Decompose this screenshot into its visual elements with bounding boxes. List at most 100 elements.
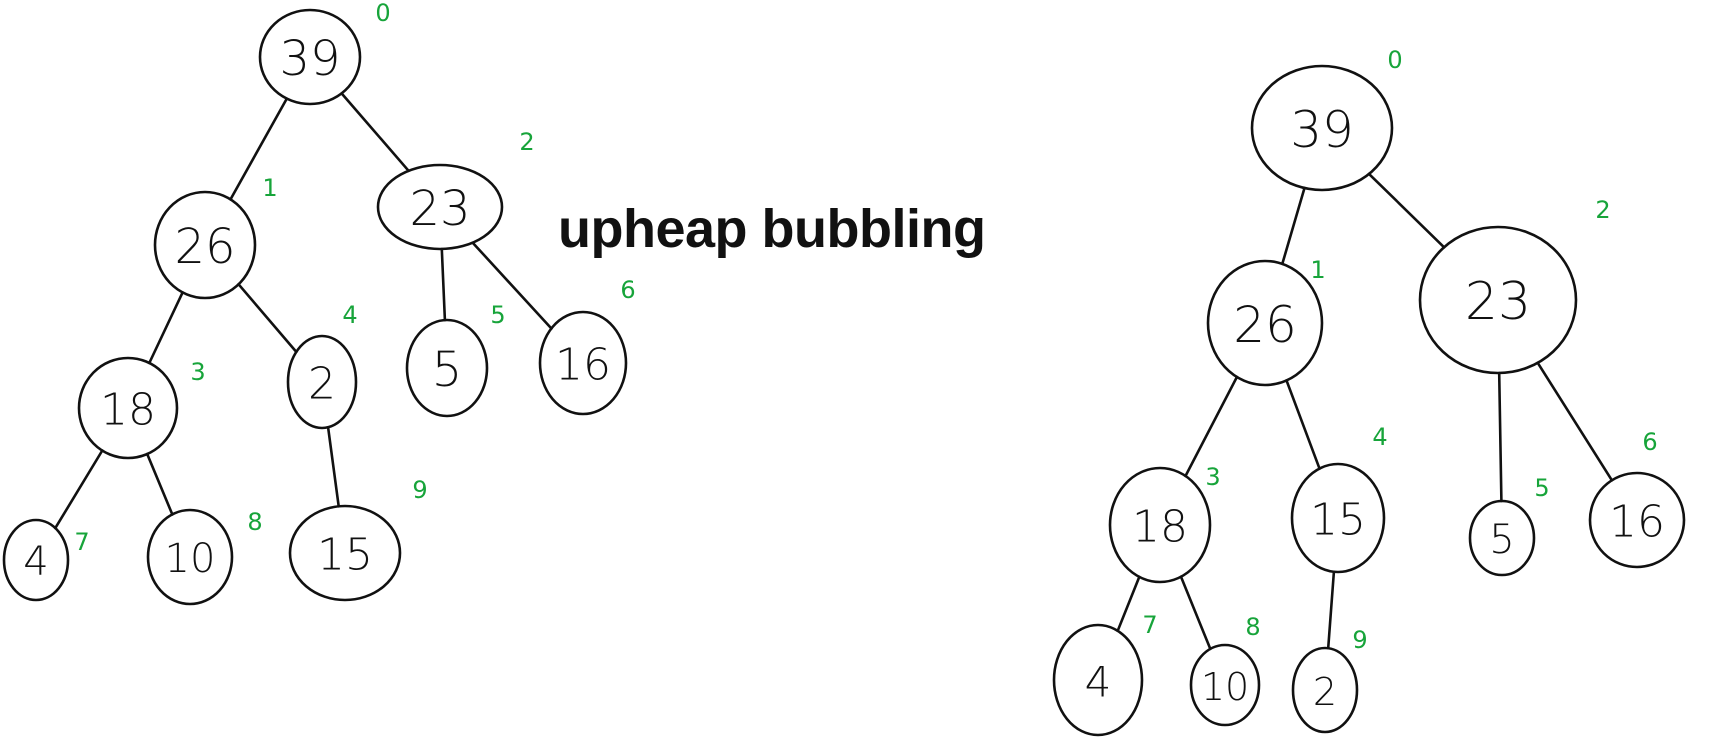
node-index-label: 0 bbox=[375, 0, 390, 27]
edge-18-4 bbox=[1116, 575, 1141, 633]
node-circle bbox=[1291, 646, 1359, 734]
node-circle bbox=[1588, 471, 1686, 569]
node-index-label: 3 bbox=[190, 358, 205, 386]
node-value: 4 bbox=[23, 539, 48, 585]
node-circle bbox=[146, 508, 234, 606]
heap-node: 26 1 bbox=[153, 174, 278, 300]
node-index-label: 8 bbox=[247, 508, 262, 536]
heap-node: 16 6 bbox=[1588, 428, 1686, 569]
node-index-label: 5 bbox=[490, 301, 505, 329]
heap-node: 16 6 bbox=[538, 276, 636, 416]
node-value: 2 bbox=[308, 359, 336, 410]
node-value: 15 bbox=[1310, 495, 1366, 546]
edge-26-18 bbox=[148, 291, 184, 365]
edge-39-23 bbox=[340, 92, 410, 173]
node-circle bbox=[2, 518, 70, 602]
node-value: 4 bbox=[1085, 658, 1112, 707]
node-index-label: 3 bbox=[1205, 463, 1220, 491]
node-index-label: 8 bbox=[1245, 613, 1260, 641]
node-index-label: 4 bbox=[342, 301, 357, 329]
node-circle bbox=[405, 318, 489, 418]
heap-node: 55 bbox=[1468, 474, 1550, 577]
node-index-label: 7 bbox=[1142, 611, 1157, 639]
edge-23-16 bbox=[471, 241, 553, 330]
node-value: 5 bbox=[432, 342, 463, 398]
heap-node: 390 bbox=[1250, 46, 1403, 192]
heap-node: 15 9 bbox=[288, 476, 428, 602]
edge-26-2 bbox=[237, 282, 298, 354]
node-circle bbox=[153, 190, 257, 300]
node-circle bbox=[77, 356, 179, 460]
node-value: 16 bbox=[555, 340, 611, 391]
caption-upheap-bubbling: upheap bubbling bbox=[558, 199, 986, 259]
edge-18-4 bbox=[53, 449, 104, 530]
edge-23-16 bbox=[1536, 361, 1614, 482]
heap-node: 24 bbox=[286, 301, 358, 430]
node-index-label: 6 bbox=[1642, 428, 1657, 456]
edge-2-15 bbox=[326, 425, 341, 508]
edge-26-18 bbox=[1184, 375, 1239, 478]
node-value: 10 bbox=[165, 536, 216, 582]
node-value: 5 bbox=[1489, 517, 1514, 563]
node-value: 26 bbox=[174, 219, 235, 275]
node-circle bbox=[286, 334, 358, 430]
heap-node: 10 8 bbox=[146, 508, 263, 606]
edge-26-15 bbox=[1285, 379, 1321, 470]
node-circle bbox=[538, 310, 628, 416]
heap-node: 18 3 bbox=[1108, 463, 1221, 584]
node-circle bbox=[1206, 259, 1324, 387]
node-value: 26 bbox=[1233, 296, 1297, 354]
edge-23-5 bbox=[1497, 371, 1503, 503]
node-value: 2 bbox=[1313, 670, 1337, 714]
node-circle bbox=[1189, 643, 1261, 727]
node-value: 23 bbox=[409, 181, 470, 237]
node-index-label: 9 bbox=[412, 476, 427, 504]
edge-15-2 bbox=[1326, 570, 1336, 650]
node-index-label: 2 bbox=[519, 128, 534, 156]
edge-18-10 bbox=[145, 452, 174, 516]
node-index-label: 2 bbox=[1595, 196, 1610, 224]
heap-node: 23 2 bbox=[376, 128, 535, 251]
edge-39-26 bbox=[1281, 186, 1306, 266]
node-index-label: 0 bbox=[1387, 46, 1402, 74]
node-circle bbox=[258, 8, 362, 106]
heap-node: 23 2 bbox=[1418, 196, 1611, 375]
heap-node: 15 4 bbox=[1290, 423, 1388, 574]
node-circle bbox=[376, 163, 504, 251]
heap-node: 29 bbox=[1291, 626, 1368, 734]
node-value: 18 bbox=[100, 385, 156, 436]
edge-23-5 bbox=[440, 247, 447, 322]
node-circle bbox=[1108, 466, 1212, 584]
node-value: 15 bbox=[317, 530, 373, 581]
heap-node: 47 bbox=[1052, 611, 1158, 737]
node-index-label: 9 bbox=[1352, 626, 1367, 654]
node-circle bbox=[1250, 64, 1394, 192]
heap-node: 39 0 bbox=[258, 0, 391, 106]
node-index-label: 4 bbox=[1372, 423, 1387, 451]
node-value: 18 bbox=[1132, 502, 1188, 553]
node-circle bbox=[1418, 225, 1578, 375]
node-index-label: 1 bbox=[1310, 256, 1325, 284]
node-value: 16 bbox=[1609, 497, 1665, 548]
edge-39-26 bbox=[229, 97, 289, 201]
edge-18-10 bbox=[1179, 575, 1212, 651]
node-value: 39 bbox=[279, 31, 340, 87]
node-circle bbox=[1468, 499, 1536, 577]
heap-node: 55 bbox=[405, 301, 506, 418]
heap-node: 26 1 bbox=[1206, 256, 1326, 387]
heap-node: 108 bbox=[1189, 613, 1261, 727]
node-circle bbox=[1290, 462, 1386, 574]
heap-node: 18 3 bbox=[77, 356, 206, 460]
node-circle bbox=[1052, 623, 1144, 737]
edge-39-23 bbox=[1367, 172, 1446, 249]
node-index-label: 6 bbox=[620, 276, 635, 304]
node-index-label: 1 bbox=[262, 174, 277, 202]
node-circle bbox=[288, 504, 402, 602]
node-index-label: 7 bbox=[74, 528, 89, 556]
node-index-label: 5 bbox=[1534, 474, 1549, 502]
node-value: 23 bbox=[1465, 272, 1531, 332]
